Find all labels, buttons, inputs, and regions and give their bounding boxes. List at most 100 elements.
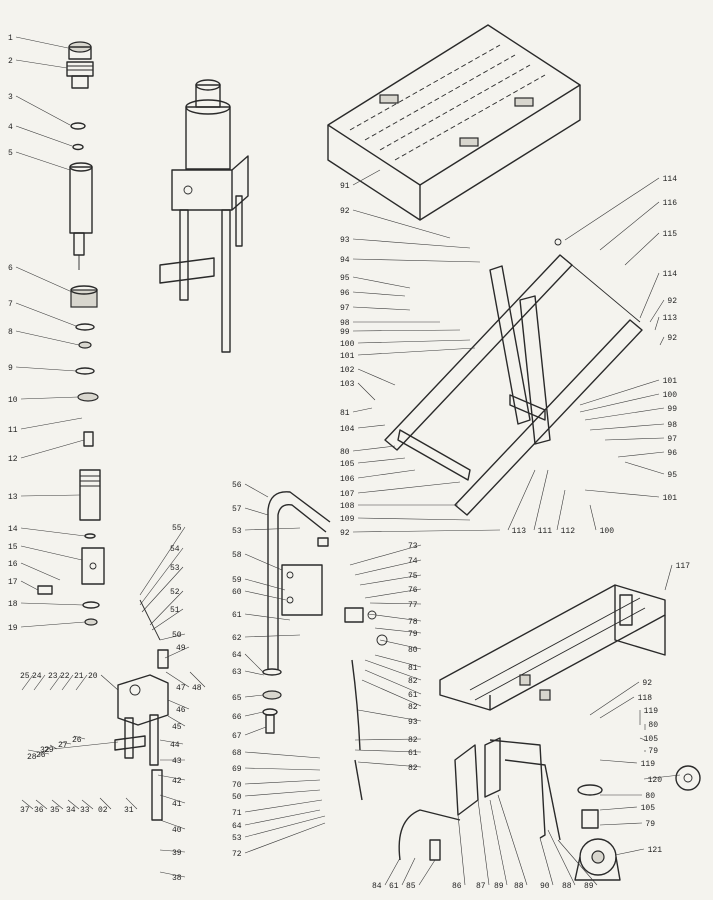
callout-leader-line: [157, 774, 186, 781]
callout-leader-line: [139, 547, 184, 606]
callout-c12: 12: [8, 439, 85, 464]
callout-leader-line: [244, 670, 265, 676]
callout-c114b: 114: [639, 270, 678, 319]
callout-c41: 41: [159, 794, 186, 809]
callout-number: 9: [8, 364, 13, 373]
callout-leader-line: [165, 671, 190, 688]
callout-number: 86: [452, 882, 462, 891]
callout-leader-line: [352, 529, 501, 533]
callout-leader-line: [27, 749, 50, 755]
callout-leader-line: [21, 674, 34, 691]
callout-number: 99: [340, 328, 350, 337]
callout-number: 92: [340, 529, 350, 538]
callout-c14: 14: [8, 525, 86, 537]
callout-number: 92: [667, 334, 677, 343]
callout-c19: 19: [8, 621, 86, 633]
callout-c88a: 88: [497, 794, 528, 891]
base-frame: [439, 584, 666, 711]
callout-leader-line: [352, 306, 411, 311]
callout-c53b: 53: [232, 527, 301, 536]
callout-c82d: 82: [357, 761, 422, 773]
callout-c102: 102: [340, 366, 396, 386]
callout-c55: 55: [139, 524, 186, 596]
callout-c89b: 89: [557, 839, 598, 891]
callout-leader-line: [20, 439, 85, 459]
callout-c109: 109: [340, 515, 471, 524]
callout-leader-line: [151, 608, 184, 631]
callout-number: 100: [600, 527, 615, 536]
callout-number: 43: [172, 757, 182, 766]
callout-number: 55: [172, 524, 182, 533]
brackets: [454, 737, 561, 841]
callout-leader-line: [49, 674, 62, 691]
callout-c101b: 101: [579, 377, 677, 406]
callout-leader-line: [352, 209, 451, 239]
callout-number: 105: [641, 804, 656, 813]
callout-leader-line: [357, 457, 406, 464]
callout-leader-line: [159, 633, 186, 641]
callout-leader-line: [244, 507, 269, 516]
callout-c97b: 97: [604, 435, 677, 444]
callout-number: 64: [232, 822, 242, 831]
callout-leader-line: [15, 366, 77, 372]
callout-leader-line: [599, 822, 643, 826]
callout-leader-line: [244, 726, 267, 736]
callout-number: 39: [172, 849, 182, 858]
callout-leader-line: [589, 504, 597, 531]
callout-number: 24: [32, 672, 42, 681]
part-drawings: [37, 24, 701, 881]
callout-number: 47: [176, 684, 186, 693]
callout-c48: 48: [189, 671, 206, 693]
callout-number: 40: [172, 826, 182, 835]
callout-number: 89: [584, 882, 594, 891]
callout-leader-line: [244, 553, 283, 571]
callout-c111: 111: [533, 469, 552, 536]
callout-leader-line: [244, 799, 323, 813]
callout-number: 80: [648, 721, 658, 730]
handle-column: [262, 491, 331, 734]
callout-leader-line: [352, 407, 373, 413]
callout-number: 96: [340, 289, 350, 298]
callout-c5: 5: [8, 149, 71, 171]
callout-c106: 106: [340, 469, 416, 484]
callout-number: 2: [8, 57, 13, 66]
callout-c84: 84: [372, 857, 401, 891]
callout-number: 82: [408, 677, 418, 686]
caster-lower: [574, 809, 621, 881]
callout-leader-line: [624, 232, 660, 266]
tray-platform: [327, 24, 581, 221]
callout-c4: 4: [8, 123, 73, 147]
callout-c114a: 114: [564, 175, 677, 241]
callout-c58: 58: [232, 551, 283, 571]
callout-number: 109: [340, 515, 355, 524]
callout-c78: 78: [367, 613, 422, 627]
callout-c95b: 95: [624, 461, 677, 480]
callout-number: 96: [667, 449, 677, 458]
callout-number: 114: [663, 270, 678, 279]
callout-number: 90: [540, 882, 550, 891]
callout-c112: 112: [556, 489, 575, 536]
callout-leader-line: [599, 696, 635, 719]
callout-number: 98: [340, 319, 350, 328]
callout-number: 59: [232, 576, 242, 585]
callout-leader-line: [589, 423, 665, 431]
callout-leader-line: [599, 806, 638, 811]
callout-leader-line: [167, 699, 190, 710]
callout-c95a: 95: [340, 274, 411, 289]
callout-number: 25: [20, 672, 30, 681]
callout-number: 88: [514, 882, 524, 891]
callout-number: 46: [176, 706, 186, 715]
callout-number: 61: [408, 749, 418, 758]
callout-leader-line: [20, 580, 39, 591]
callout-number: 93: [408, 718, 418, 727]
callout-leader-line: [374, 627, 422, 634]
callout-number: 3: [8, 93, 13, 102]
callout-c120: 120: [643, 774, 681, 785]
callout-c50b: 50: [232, 789, 321, 802]
callout-c10: 10: [8, 396, 79, 405]
callout-leader-line: [20, 417, 83, 430]
callout-c79a: 79: [374, 627, 422, 639]
callout-c88b: 88: [547, 829, 576, 891]
callout-c56: 56: [232, 481, 269, 498]
callout-c105c: 105: [599, 804, 656, 813]
